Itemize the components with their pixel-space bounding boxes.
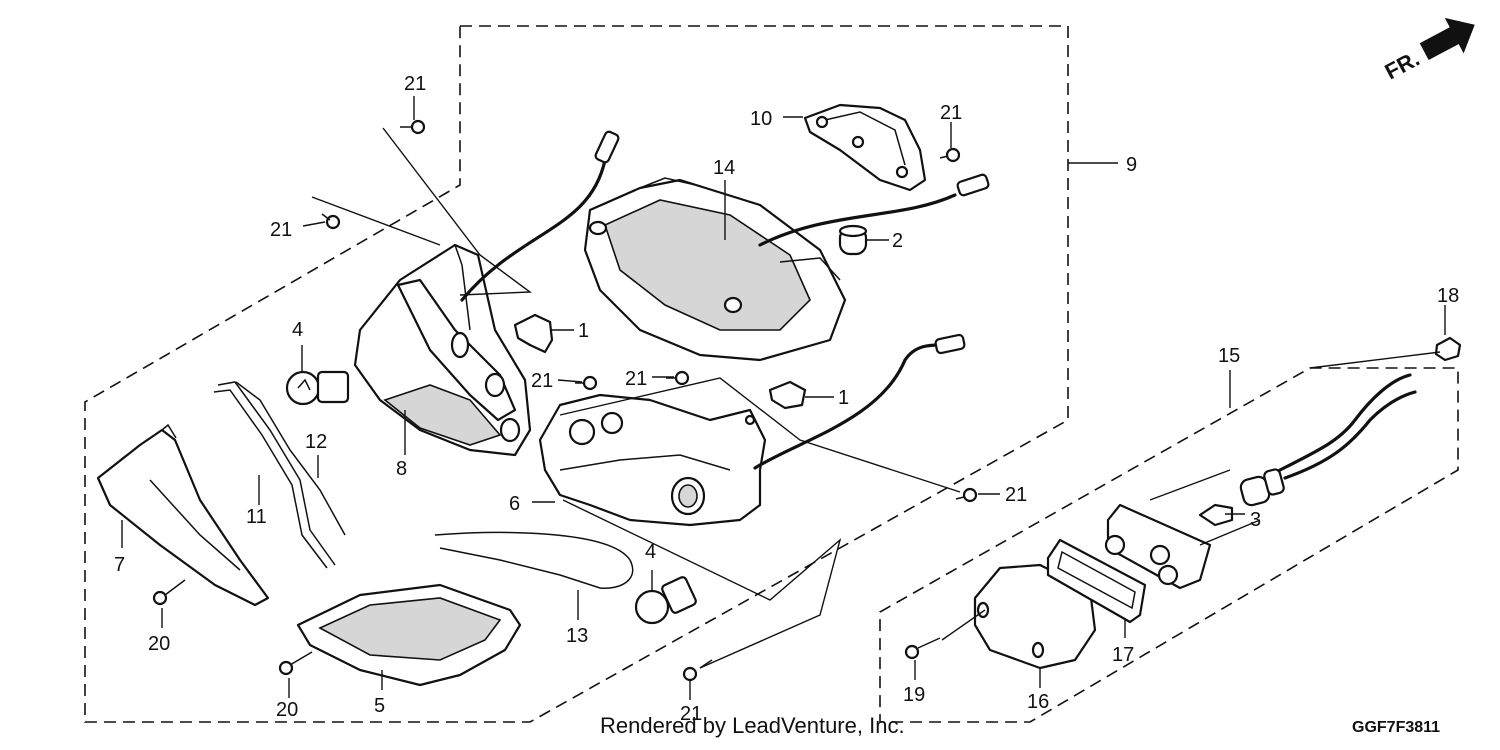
arrow-right-icon bbox=[1419, 17, 1475, 61]
part-18-nut bbox=[1434, 336, 1462, 362]
label-21: 21 bbox=[531, 370, 553, 392]
part-4-bulb bbox=[285, 370, 350, 406]
part-21-screw bbox=[575, 375, 598, 391]
label-21: 21 bbox=[270, 219, 292, 241]
label-9: 9 bbox=[1126, 154, 1137, 176]
label-1: 1 bbox=[838, 387, 849, 409]
part-11-seal bbox=[213, 381, 336, 569]
label-20: 20 bbox=[276, 699, 298, 721]
label-21: 21 bbox=[940, 102, 962, 124]
wire-housing-left bbox=[460, 158, 607, 302]
diagram-code: GGF7F3811 bbox=[1352, 719, 1440, 736]
wire-connector bbox=[594, 130, 620, 164]
part-21-screw bbox=[682, 659, 713, 682]
part-12-seal bbox=[235, 381, 346, 536]
label-4: 4 bbox=[645, 541, 656, 563]
label-6: 6 bbox=[509, 493, 520, 515]
label-21: 21 bbox=[1005, 484, 1027, 506]
label-11: 11 bbox=[246, 506, 267, 528]
wire-housing-lower bbox=[753, 343, 942, 470]
label-5: 5 bbox=[374, 695, 385, 717]
label-2: 2 bbox=[892, 230, 903, 252]
part-13-seal bbox=[434, 531, 634, 589]
assembly-outline-taillight bbox=[84, 25, 1069, 723]
wire-lens-connector bbox=[758, 193, 957, 247]
part-21-screw bbox=[939, 147, 961, 163]
part-21-screw bbox=[955, 487, 978, 503]
part-6-housing bbox=[538, 393, 767, 527]
part-17-gasket bbox=[1046, 538, 1147, 624]
part-3-bulb bbox=[1198, 503, 1234, 527]
part-20-screw bbox=[152, 579, 186, 606]
label-3: 3 bbox=[1250, 509, 1261, 531]
part-4-bulb bbox=[634, 576, 697, 625]
part-labels: 21 21 21 21 21 21 21 1 1 2 3 4 4 5 6 7 8… bbox=[114, 73, 1459, 725]
label-16: 16 bbox=[1027, 691, 1049, 713]
label-4: 4 bbox=[292, 319, 303, 341]
part-8-housing bbox=[353, 243, 532, 457]
part-21-screw bbox=[666, 370, 690, 386]
part-1-socket bbox=[768, 380, 807, 410]
label-8: 8 bbox=[396, 458, 407, 480]
part-21-screw bbox=[321, 213, 341, 230]
direction-label: FR. bbox=[1381, 46, 1424, 85]
part-21-screw bbox=[400, 119, 426, 135]
part-10-bracket bbox=[803, 103, 927, 192]
label-19: 19 bbox=[903, 684, 925, 706]
label-21: 21 bbox=[404, 73, 426, 95]
label-15: 15 bbox=[1218, 345, 1240, 367]
front-direction-marker: FR. bbox=[1381, 17, 1475, 85]
label-1: 1 bbox=[578, 320, 589, 342]
leader-lines bbox=[121, 96, 1446, 700]
part-15-socket bbox=[1239, 468, 1285, 507]
wire-license bbox=[1278, 373, 1412, 472]
part-19-screw bbox=[904, 637, 941, 660]
label-7: 7 bbox=[114, 554, 125, 576]
label-17: 17 bbox=[1112, 644, 1134, 666]
label-20: 20 bbox=[148, 633, 170, 655]
label-10: 10 bbox=[750, 108, 772, 130]
credit-watermark: Rendered by LeadVenture, Inc. bbox=[600, 713, 905, 738]
part-2-grommet bbox=[838, 224, 868, 256]
wire-connector bbox=[934, 333, 966, 355]
label-14: 14 bbox=[713, 157, 735, 179]
part-5-lens bbox=[296, 583, 522, 687]
wire-connector bbox=[956, 173, 990, 197]
label-13: 13 bbox=[566, 625, 588, 647]
wire-license bbox=[1283, 390, 1417, 480]
label-18: 18 bbox=[1437, 285, 1459, 307]
part-20-screw bbox=[278, 651, 313, 676]
part-15-license-housing bbox=[1104, 503, 1212, 590]
label-21: 21 bbox=[680, 703, 702, 725]
part-7-cover bbox=[96, 423, 270, 607]
part-14-lens bbox=[583, 177, 847, 362]
label-21: 21 bbox=[625, 368, 647, 390]
part-1-socket bbox=[513, 313, 554, 354]
label-12: 12 bbox=[305, 431, 327, 453]
